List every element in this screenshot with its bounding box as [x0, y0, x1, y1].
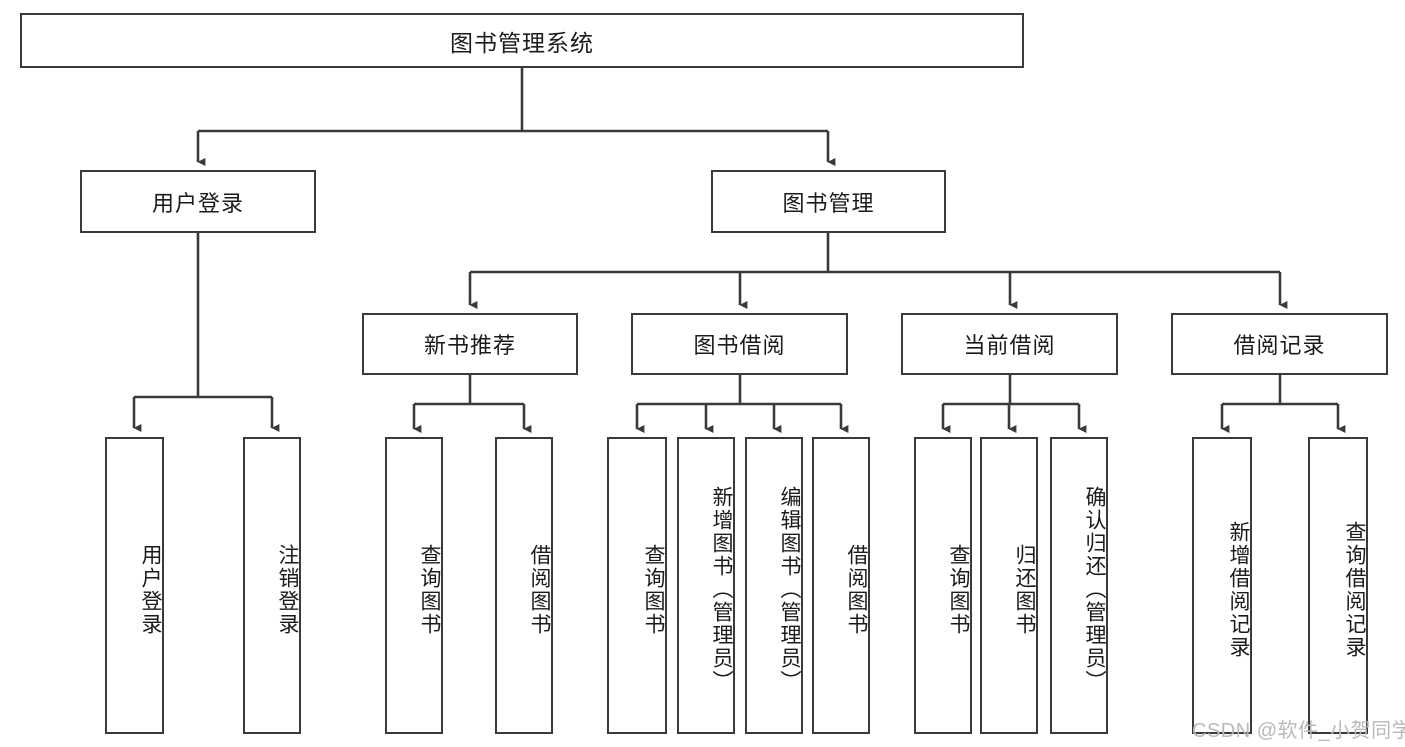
- node-current-borrow[interactable]: 当前借阅: [901, 313, 1118, 375]
- node-label: 借阅图书: [845, 543, 868, 636]
- node-label: 用户登录: [151, 190, 244, 216]
- node-label: 图书借阅: [693, 333, 786, 358]
- leaf-book-borrow-add-book[interactable]: 新增图书（管理员）: [677, 437, 735, 734]
- node-label: 查询图书: [418, 543, 441, 636]
- node-label: 当前借阅: [963, 333, 1056, 358]
- leaf-user-login-logout[interactable]: 注销登录: [243, 437, 301, 734]
- node-label: 查询图书: [947, 543, 970, 636]
- leaf-current-borrow-query-book[interactable]: 查询图书: [914, 437, 972, 734]
- leaf-new-book-borrow-book[interactable]: 借阅图书: [495, 437, 553, 734]
- node-label: 新增借阅记录: [1227, 520, 1250, 659]
- leaf-book-borrow-edit-book[interactable]: 编辑图书（管理员）: [745, 437, 803, 734]
- leaf-current-borrow-return-book[interactable]: 归还图书: [980, 437, 1038, 734]
- node-label: 确认归还（管理员）: [1083, 486, 1106, 693]
- node-label: 新书推荐: [423, 333, 516, 358]
- leaf-borrow-record-query-record[interactable]: 查询借阅记录: [1308, 437, 1368, 734]
- node-label: 图书管理系统: [450, 29, 594, 56]
- node-label: 编辑图书（管理员）: [778, 486, 801, 693]
- csdn-watermark: CSDN @软件_小贺同学: [1192, 720, 1405, 742]
- node-label: 归还图书: [1013, 543, 1036, 636]
- node-label: 借阅记录: [1233, 333, 1326, 358]
- node-book-management[interactable]: 图书管理: [711, 170, 946, 233]
- node-book-borrow[interactable]: 图书借阅: [631, 313, 848, 375]
- leaf-book-borrow-query-book[interactable]: 查询图书: [607, 437, 667, 734]
- node-user-login[interactable]: 用户登录: [80, 170, 316, 233]
- node-label: 查询图书: [642, 543, 665, 636]
- leaf-new-book-query-book[interactable]: 查询图书: [385, 437, 443, 734]
- node-root-system[interactable]: 图书管理系统: [20, 13, 1024, 68]
- node-borrow-record[interactable]: 借阅记录: [1171, 313, 1388, 375]
- node-label: 用户登录: [139, 543, 162, 636]
- node-new-book-recommend[interactable]: 新书推荐: [362, 313, 578, 375]
- node-label: 借阅图书: [528, 543, 551, 636]
- leaf-borrow-record-add-record[interactable]: 新增借阅记录: [1192, 437, 1252, 734]
- leaf-current-borrow-confirm-return[interactable]: 确认归还（管理员）: [1050, 437, 1108, 734]
- leaf-book-borrow-borrow-book[interactable]: 借阅图书: [812, 437, 870, 734]
- node-label: 图书管理: [782, 190, 875, 216]
- node-label: 注销登录: [276, 543, 299, 636]
- node-label: 查询借阅记录: [1343, 520, 1366, 659]
- node-label: 新增图书（管理员）: [710, 486, 733, 693]
- leaf-user-login-login[interactable]: 用户登录: [105, 437, 164, 734]
